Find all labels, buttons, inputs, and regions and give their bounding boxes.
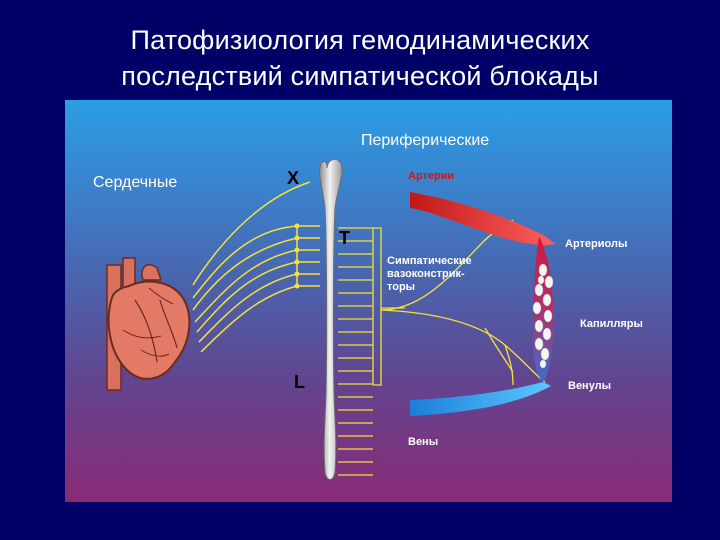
title-line-2: последствий симпатической блокады <box>121 61 599 91</box>
vaso-line-2: вазоконстрик- <box>387 268 465 280</box>
vaso-line-1: Симпатические <box>387 255 472 267</box>
label-peripheral: Периферические <box>361 132 490 149</box>
peripheral-nerve-ladder <box>338 219 546 476</box>
title-line-1: Патофизиология гемодинамических <box>130 25 590 55</box>
diagram-panel: Сердечные Периферические X T L Симпатиче… <box>65 100 672 502</box>
spinal-cord-illustration <box>319 158 343 480</box>
label-arterioles: Артериолы <box>565 238 628 250</box>
cardiac-nerves <box>192 181 320 353</box>
label-capillaries: Капилляры <box>580 318 643 330</box>
slide-title: Патофизиология гемодинамических последст… <box>0 22 720 94</box>
level-t: T <box>339 228 350 248</box>
heart-illustration <box>106 257 191 391</box>
label-sympathetic-vasoconstrictors: Симпатические вазоконстрик- торы <box>387 255 497 294</box>
level-x: X <box>287 168 300 188</box>
vaso-line-3: торы <box>387 281 416 293</box>
label-cardiac: Сердечные <box>93 174 178 191</box>
level-l: L <box>294 372 305 392</box>
label-arteries: Артерии <box>408 170 455 182</box>
label-veins: Вены <box>408 436 439 448</box>
diagram-artwork <box>106 158 555 480</box>
vessel-illustration <box>410 192 555 416</box>
cardiac-nerve-nodes <box>294 223 300 289</box>
label-venules: Венулы <box>568 380 612 392</box>
